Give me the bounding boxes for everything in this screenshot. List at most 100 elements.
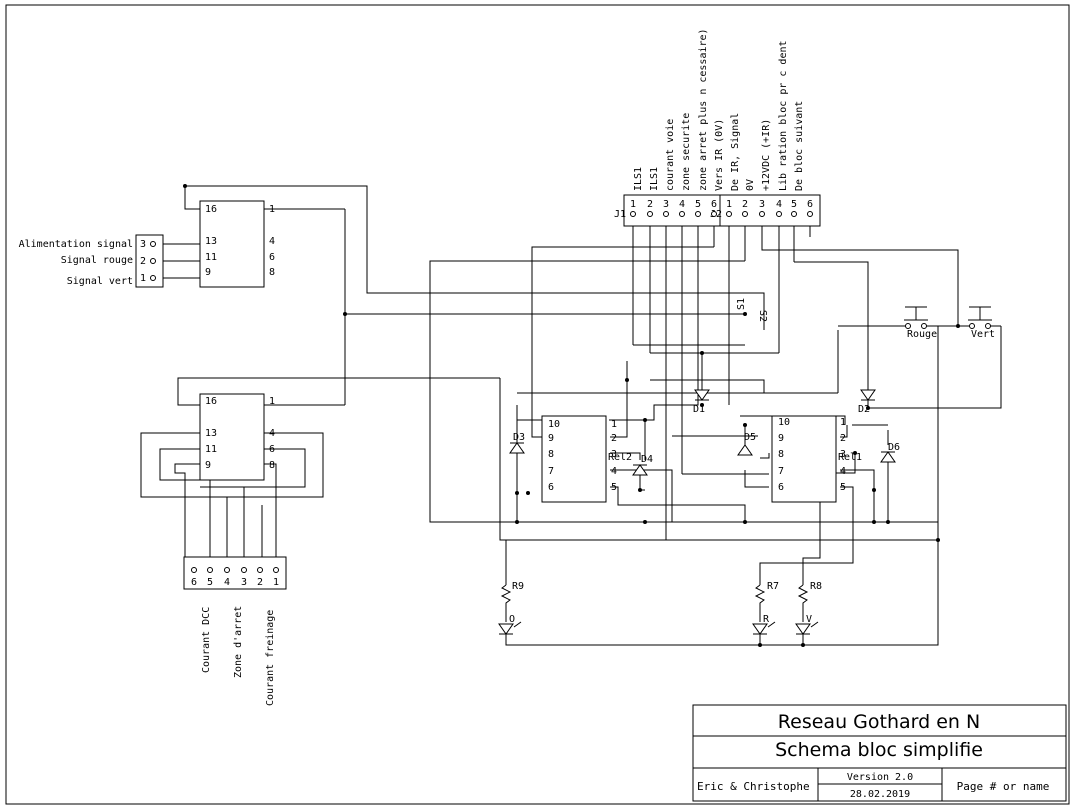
svg-text:2: 2 [840, 433, 846, 444]
svg-text:Vert: Vert [971, 329, 995, 340]
label-signal-vert: Signal vert [67, 276, 133, 287]
svg-text:16: 16 [205, 204, 217, 215]
title-text: Reseau Gothard en N [778, 711, 980, 733]
svg-text:6: 6 [778, 482, 784, 493]
label-courant-dcc: Courant DCC [201, 607, 212, 673]
svg-text:R9: R9 [512, 581, 524, 592]
svg-text:R: R [763, 614, 770, 625]
svg-text:8: 8 [548, 449, 554, 460]
pushbutton-rouge: Rouge [904, 306, 937, 340]
label-j1-4: zone securite [681, 113, 692, 191]
svg-text:D5: D5 [744, 432, 756, 443]
svg-text:R7: R7 [767, 581, 779, 592]
svg-text:6: 6 [711, 199, 717, 210]
svg-text:11: 11 [205, 252, 217, 263]
svg-text:D4: D4 [641, 454, 653, 465]
signal-connector: 3 2 1 Alimentation signal Signal rouge S… [19, 234, 164, 288]
svg-text:1: 1 [726, 199, 732, 210]
diode-d6: D6 [880, 442, 900, 463]
label-j1-2: ILS1 [649, 167, 660, 191]
date-text: 28.02.2019 [850, 789, 910, 800]
resistor-r8: R8 [797, 581, 822, 622]
svg-text:D6: D6 [888, 442, 900, 453]
svg-text:9: 9 [205, 460, 211, 471]
svg-text:1: 1 [269, 396, 275, 407]
svg-text:Rel2: Rel2 [608, 452, 632, 463]
svg-text:7: 7 [778, 466, 784, 477]
sheet-border [5, 4, 1070, 805]
svg-text:6: 6 [807, 199, 813, 210]
relay-rel2: 10 9 8 7 6 1 2 3 4 5 Rel2 [541, 415, 632, 503]
label-s2: S2 [757, 310, 768, 322]
diode-d2: D2 [858, 389, 876, 415]
diode-d3: D3 [509, 420, 525, 470]
led-v: V [795, 614, 819, 638]
svg-text:10: 10 [778, 417, 790, 428]
label-j2-3: +12VDC (+IR) [761, 119, 772, 191]
label-j1-5: zone arret plus n cessaire) [698, 28, 709, 191]
resistor-r7: R7 [754, 581, 779, 622]
svg-text:R8: R8 [810, 581, 822, 592]
svg-text:4: 4 [611, 466, 617, 477]
svg-text:5: 5 [207, 577, 213, 588]
pushbutton-vert: Vert [968, 306, 995, 340]
svg-text:3: 3 [663, 199, 669, 210]
svg-text:3: 3 [840, 449, 846, 460]
label-j2-4: Lib ration bloc pr c dent [778, 40, 789, 191]
svg-text:8: 8 [778, 449, 784, 460]
svg-text:J1: J1 [614, 209, 626, 220]
svg-text:6: 6 [548, 482, 554, 493]
label-j2-2: 0V [745, 179, 756, 191]
svg-text:3: 3 [241, 577, 247, 588]
svg-text:9: 9 [778, 433, 784, 444]
resistor-r9: R9 [500, 581, 524, 622]
diode-d4: D4 [632, 454, 653, 476]
svg-text:6: 6 [191, 577, 197, 588]
svg-text:4: 4 [679, 199, 685, 210]
connector-j1-j2: J1 J2 1 2 3 4 5 6 1 2 3 4 5 6 ILS1 ILS1 … [614, 28, 821, 227]
subtitle-text: Schema bloc simplifie [775, 739, 983, 761]
diode-d5: D5 [737, 432, 756, 456]
svg-text:2: 2 [611, 433, 617, 444]
page-text: Page # or name [957, 780, 1050, 793]
svg-text:7: 7 [548, 466, 554, 477]
svg-text:11: 11 [205, 444, 217, 455]
svg-text:5: 5 [695, 199, 701, 210]
label-s1: S1 [736, 298, 747, 310]
svg-text:8: 8 [269, 267, 275, 278]
svg-text:1: 1 [269, 204, 275, 215]
svg-text:O: O [509, 614, 515, 625]
relay-top: 16 13 11 9 1 4 6 8 [199, 200, 275, 288]
svg-text:V: V [806, 614, 812, 625]
led-r: R [752, 614, 776, 638]
svg-text:4: 4 [224, 577, 230, 588]
svg-text:5: 5 [611, 482, 617, 493]
diode-d1: D1 [693, 389, 710, 415]
label-courant-freinage: Courant freinage [265, 610, 276, 706]
svg-text:4: 4 [269, 236, 275, 247]
svg-text:Rel1: Rel1 [838, 452, 862, 463]
svg-text:D3: D3 [513, 432, 525, 443]
relay-mid: 16 13 11 9 1 4 6 8 [199, 393, 275, 481]
svg-text:5: 5 [840, 482, 846, 493]
svg-text:6: 6 [269, 444, 275, 455]
version-text: Version 2.0 [847, 772, 913, 783]
svg-text:6: 6 [269, 252, 275, 263]
wires [140, 185, 1002, 646]
svg-text:2: 2 [742, 199, 748, 210]
label-alimentation-signal: Alimentation signal [19, 239, 133, 250]
svg-text:3: 3 [759, 199, 765, 210]
svg-text:1: 1 [273, 577, 279, 588]
svg-text:1: 1 [840, 417, 846, 428]
svg-text:1: 1 [611, 419, 617, 430]
relay-rel1: 10 9 8 7 6 1 2 3 4 5 Rel1 [771, 415, 862, 503]
svg-text:3: 3 [140, 239, 146, 250]
svg-text:9: 9 [205, 267, 211, 278]
authors-text: Eric & Christophe [697, 780, 810, 793]
svg-text:1: 1 [630, 199, 636, 210]
svg-text:D1: D1 [693, 404, 705, 415]
svg-text:2: 2 [257, 577, 263, 588]
svg-text:8: 8 [269, 460, 275, 471]
led-o: O [498, 614, 522, 640]
